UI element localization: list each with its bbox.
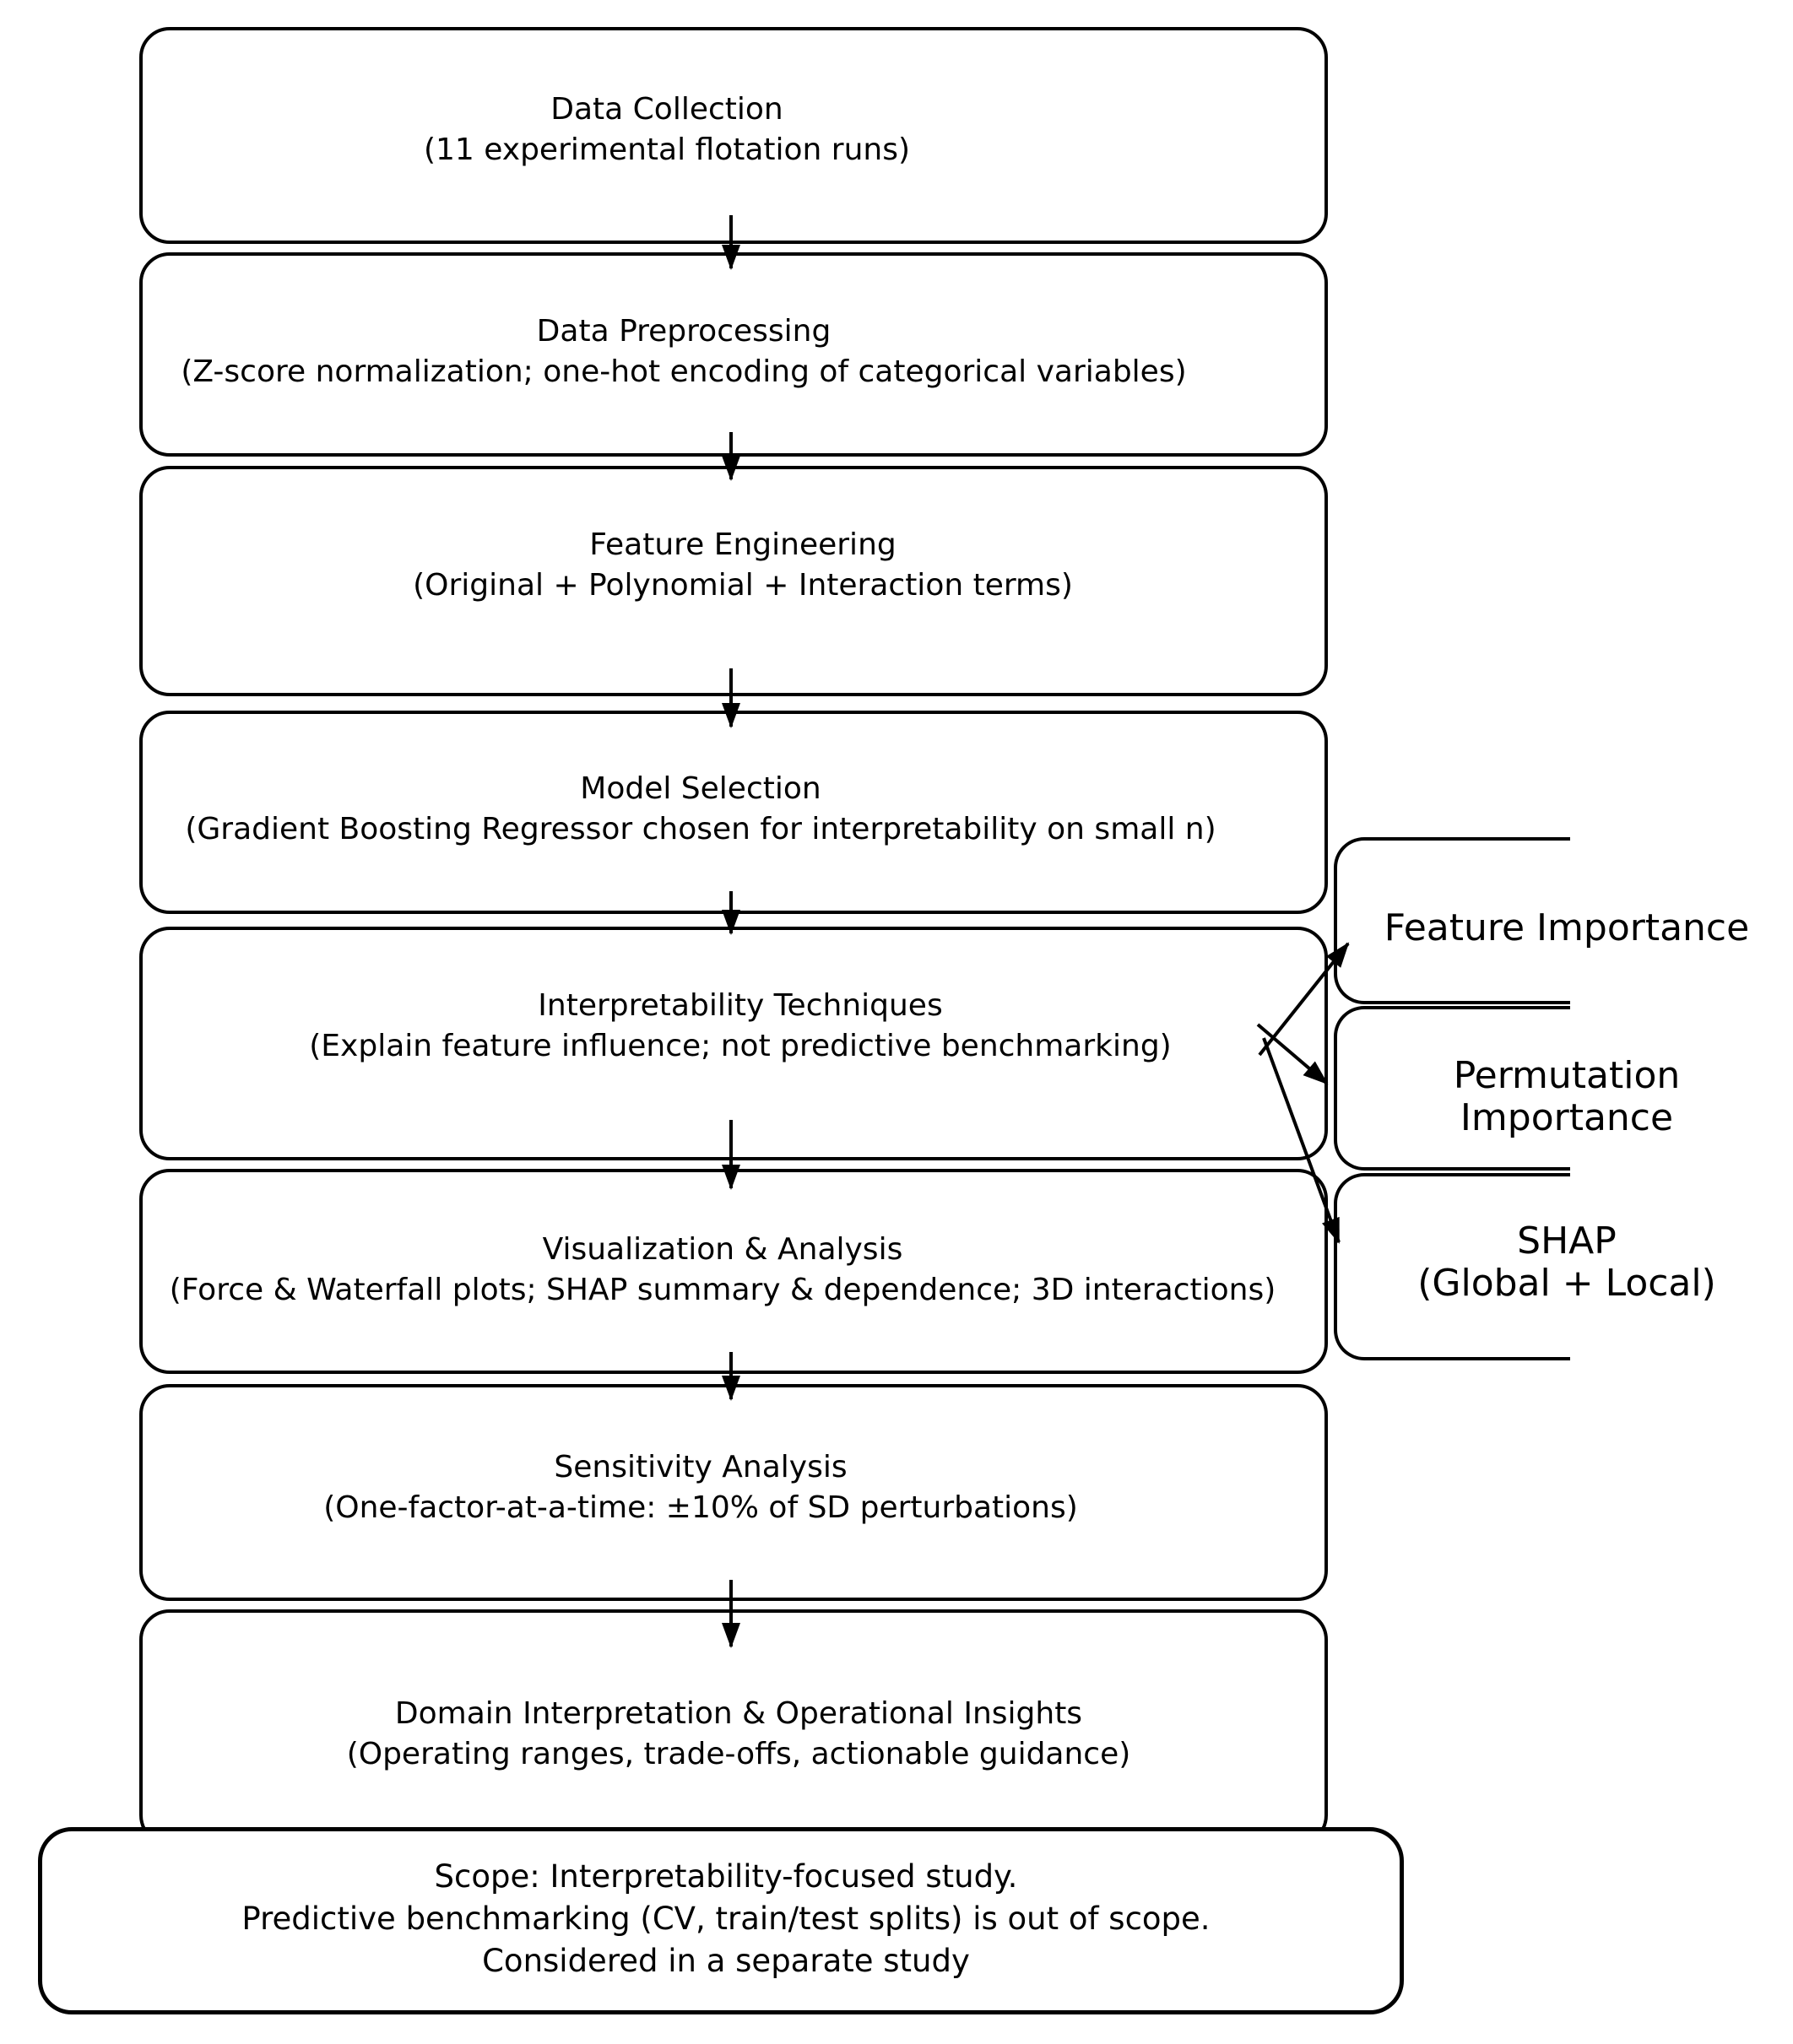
box-subtitle: (One-factor-at-a-time: ±10% of SD pertur… [323, 1490, 1078, 1525]
visualization-analysis-label: Visualization & Analysis (Force & Waterf… [170, 1230, 1276, 1311]
side-label-line: SHAP [1517, 1219, 1617, 1263]
data-preprocessing-label: Data Preprocessing (Z-score normalizatio… [181, 311, 1186, 392]
feature-engineering-label: Feature Engineering (Original + Polynomi… [413, 525, 1073, 606]
box-subtitle: (Original + Polynomial + Interaction ter… [413, 568, 1073, 603]
side-label-line: Importance [1460, 1096, 1674, 1139]
box-subtitle: (11 experimental flotation runs) [423, 132, 911, 167]
side-label-line: Permutation [1453, 1054, 1681, 1097]
box-title: Domain Interpretation & Operational Insi… [394, 1696, 1083, 1731]
model-selection-label: Model Selection (Gradient Boosting Regre… [185, 769, 1216, 850]
box-subtitle: (Explain feature influence; not predicti… [309, 1029, 1172, 1063]
box-title: Feature Engineering [589, 527, 896, 562]
side-label-line: Feature Importance [1384, 906, 1750, 949]
flow-box-interpretability [139, 927, 1328, 1160]
flow-box-data-preprocessing [139, 252, 1328, 457]
box-title: Visualization & Analysis [542, 1232, 903, 1267]
scope-line: Scope: Interpretability-focused study. [434, 1858, 1018, 1895]
feature-importance-label: Feature Importance [1384, 907, 1749, 949]
side-box-permutation-importance [1334, 1006, 1570, 1171]
box-title: Data Collection [550, 92, 783, 127]
box-title: Interpretability Techniques [538, 988, 943, 1023]
side-label-line: (Global + Local) [1417, 1262, 1716, 1305]
box-title: Sensitivity Analysis [554, 1450, 848, 1484]
scope-note-label: Scope: Interpretability-focused study. P… [241, 1856, 1210, 1982]
domain-interpretation-label: Domain Interpretation & Operational Insi… [347, 1694, 1131, 1775]
scope-line: Predictive benchmarking (CV, train/test … [241, 1901, 1211, 1937]
flow-box-sensitivity-analysis [139, 1384, 1328, 1601]
scope-line: Considered in a separate study [482, 1943, 970, 1979]
scope-note-box [38, 1827, 1404, 2014]
flow-box-model-selection [139, 711, 1328, 914]
sensitivity-analysis-label: Sensitivity Analysis (One-factor-at-a-ti… [323, 1447, 1078, 1528]
flow-box-domain-interpretation [139, 1609, 1328, 1846]
box-subtitle: (Z-score normalization; one-hot encoding… [181, 354, 1187, 389]
side-box-feature-importance [1334, 837, 1570, 1004]
side-box-shap [1334, 1173, 1570, 1360]
permutation-importance-label: Permutation Importance [1454, 1055, 1681, 1139]
box-title: Model Selection [580, 771, 821, 806]
box-subtitle: (Force & Waterfall plots; SHAP summary &… [169, 1273, 1276, 1307]
data-collection-label: Data Collection (11 experimental flotati… [424, 89, 910, 170]
flow-box-data-collection [139, 27, 1328, 244]
box-subtitle: (Operating ranges, trade-offs, actionabl… [346, 1737, 1131, 1771]
interpretability-label: Interpretability Techniques (Explain fea… [309, 986, 1171, 1067]
box-title: Data Preprocessing [536, 314, 831, 349]
box-subtitle: (Gradient Boosting Regressor chosen for … [185, 812, 1216, 846]
flow-box-feature-engineering [139, 466, 1328, 696]
shap-label: SHAP (Global + Local) [1417, 1220, 1716, 1305]
